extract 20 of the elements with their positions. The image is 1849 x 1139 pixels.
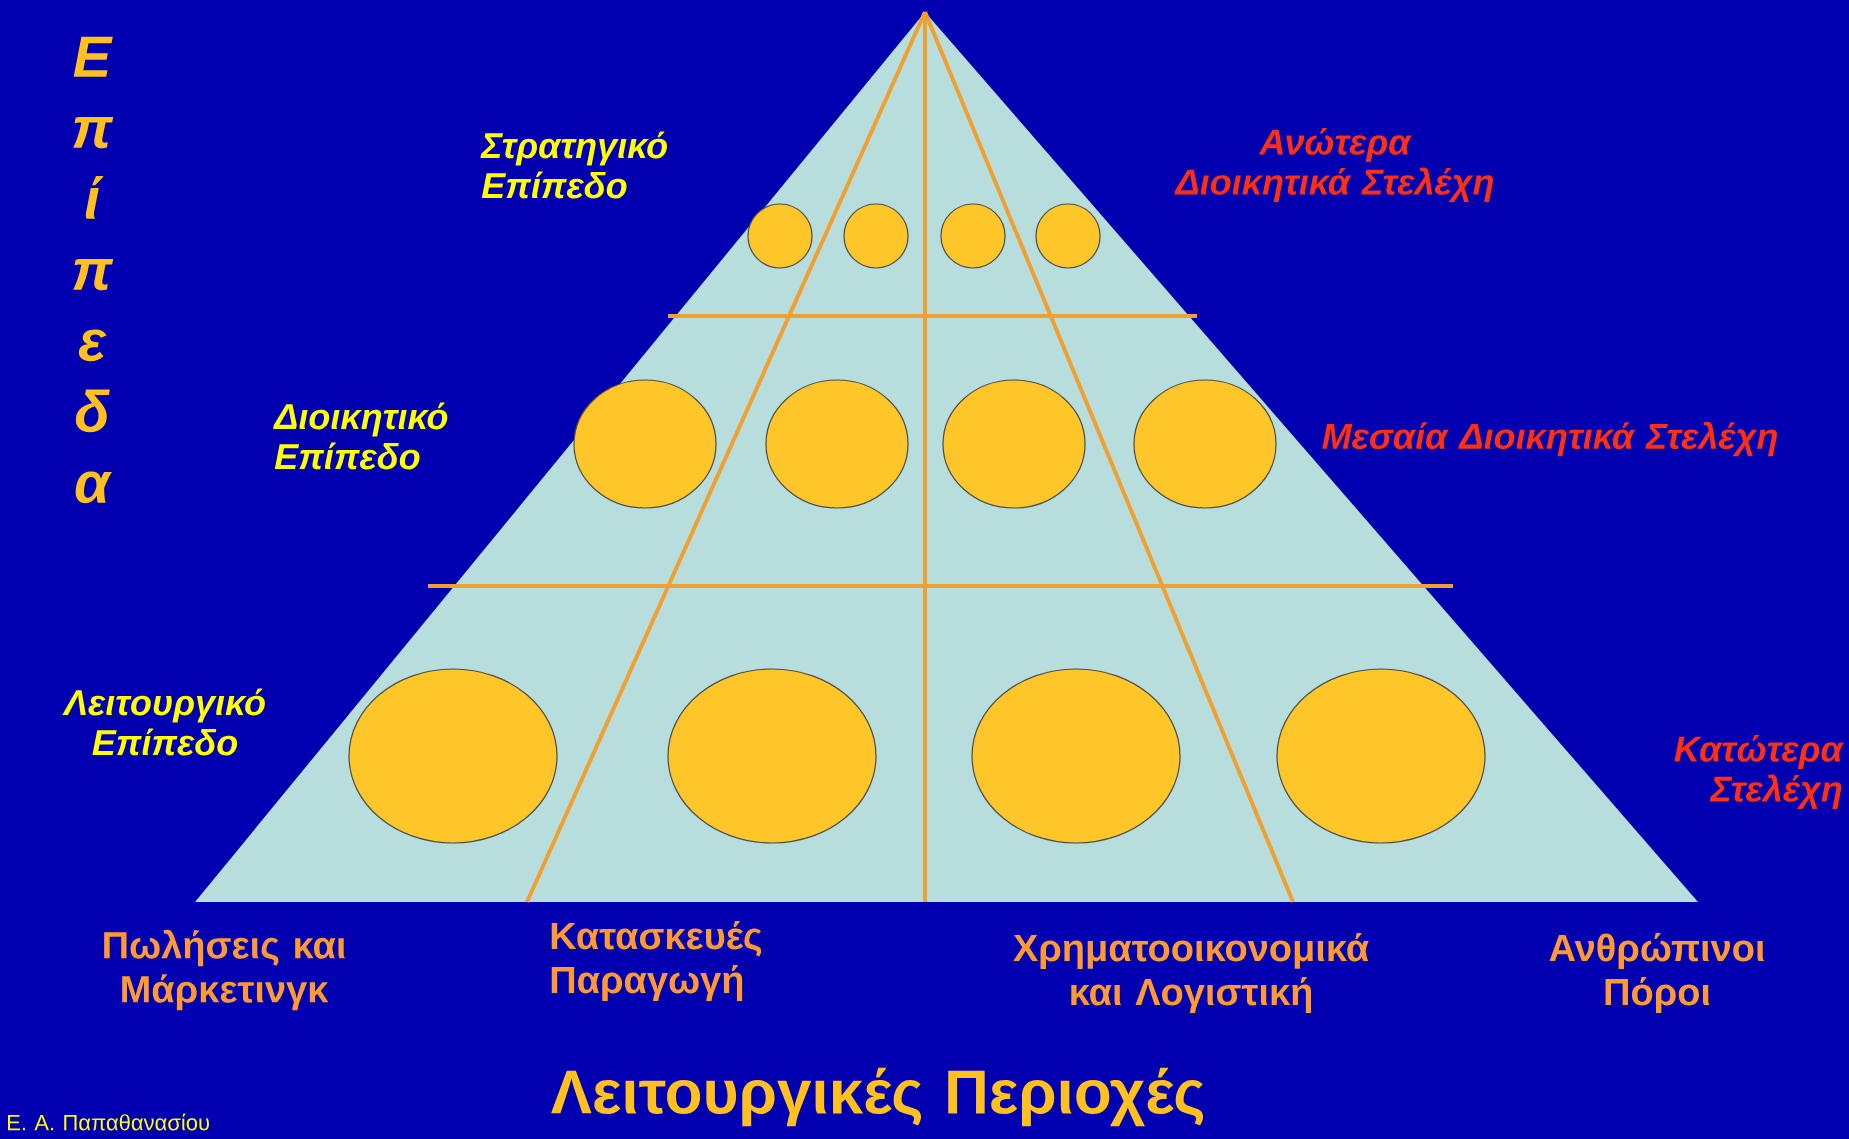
oval <box>940 203 1006 269</box>
vertical-heading: Επίπεδα <box>73 36 114 504</box>
oval <box>843 203 909 269</box>
area-label: Χρηματοοικονομικά και Λογιστική <box>1013 933 1369 1013</box>
role-label: Κατώτερα Στελέχη <box>1674 735 1845 809</box>
area-label: Κατασκευές Παραγωγή <box>551 921 762 1001</box>
author-note: Ε. Α. Παπαθανασίου <box>8 1113 209 1131</box>
oval <box>573 379 717 509</box>
area-label: Πωλήσεις και Μάρκετινγκ <box>104 929 346 1011</box>
oval <box>747 203 813 269</box>
oval <box>765 379 909 509</box>
oval <box>1276 668 1486 844</box>
oval <box>942 379 1086 509</box>
oval <box>971 668 1181 844</box>
oval <box>1035 203 1101 269</box>
oval <box>667 668 877 844</box>
oval <box>1133 379 1277 509</box>
axis-title: Λειτουργικές Περιοχές <box>551 1067 1204 1127</box>
oval <box>348 668 558 844</box>
level-label: Διοικητικό Επίπεδο <box>273 402 448 470</box>
